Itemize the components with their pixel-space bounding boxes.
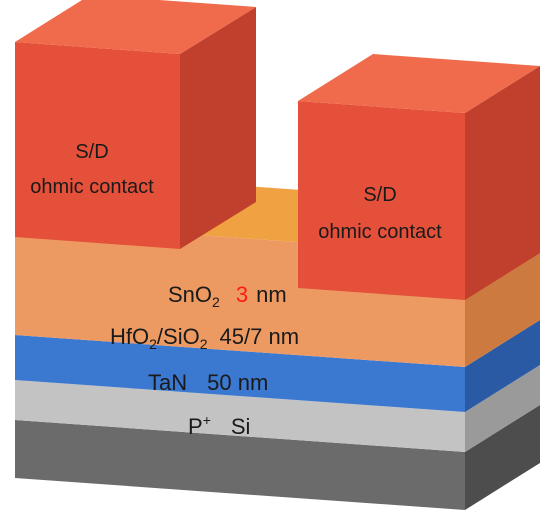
right-contact-label-line1: S/D bbox=[363, 184, 396, 206]
substrate-label: P+ Si bbox=[188, 412, 250, 439]
right-contact-top-face bbox=[298, 54, 540, 113]
right-contact-block bbox=[298, 54, 540, 300]
sno2-thickness-unit: nm bbox=[256, 282, 287, 307]
substrate-doping: P bbox=[188, 414, 203, 439]
substrate-side-face bbox=[465, 405, 540, 510]
hfo2-formula: HfO bbox=[110, 324, 149, 349]
substrate-front-face bbox=[15, 420, 465, 510]
left-contact-side-face bbox=[180, 7, 256, 249]
sio2-formula: SiO bbox=[163, 324, 200, 349]
left-contact-label-line2: ohmic contact bbox=[30, 176, 154, 198]
sno2-thickness-value: 3 bbox=[236, 282, 248, 307]
left-contact-block bbox=[15, 0, 256, 249]
dielectric-layer bbox=[15, 320, 540, 412]
dielectric-thickness: 45/7 nm bbox=[220, 324, 300, 349]
left-contact-label-line1: S/D bbox=[75, 141, 108, 163]
tan-side-face bbox=[465, 365, 540, 452]
tan-thickness: 50 nm bbox=[207, 370, 268, 395]
right-contact-side-face bbox=[465, 66, 540, 300]
left-contact-front-face bbox=[15, 42, 180, 249]
tan-layer bbox=[15, 365, 540, 452]
substrate-material: Si bbox=[231, 414, 251, 439]
left-contact-top-face bbox=[15, 0, 256, 54]
substrate-doping-superscript: + bbox=[203, 412, 211, 428]
sno2-formula: SnO bbox=[168, 282, 212, 307]
dielectric-side-face bbox=[465, 320, 540, 412]
sio2-subscript: 2 bbox=[200, 336, 208, 352]
substrate-layer bbox=[15, 405, 540, 510]
tan-formula: TaN bbox=[148, 370, 187, 395]
tan-label: TaN 50 nm bbox=[148, 370, 268, 395]
hfo2-subscript: 2 bbox=[149, 336, 157, 352]
dielectric-separator: / bbox=[157, 324, 164, 349]
tan-front-face bbox=[15, 380, 465, 452]
sno2-subscript: 2 bbox=[212, 294, 220, 310]
dielectric-front-face bbox=[15, 335, 465, 412]
right-contact-label-line2: ohmic contact bbox=[318, 221, 442, 243]
right-contact-front-face bbox=[298, 101, 465, 300]
